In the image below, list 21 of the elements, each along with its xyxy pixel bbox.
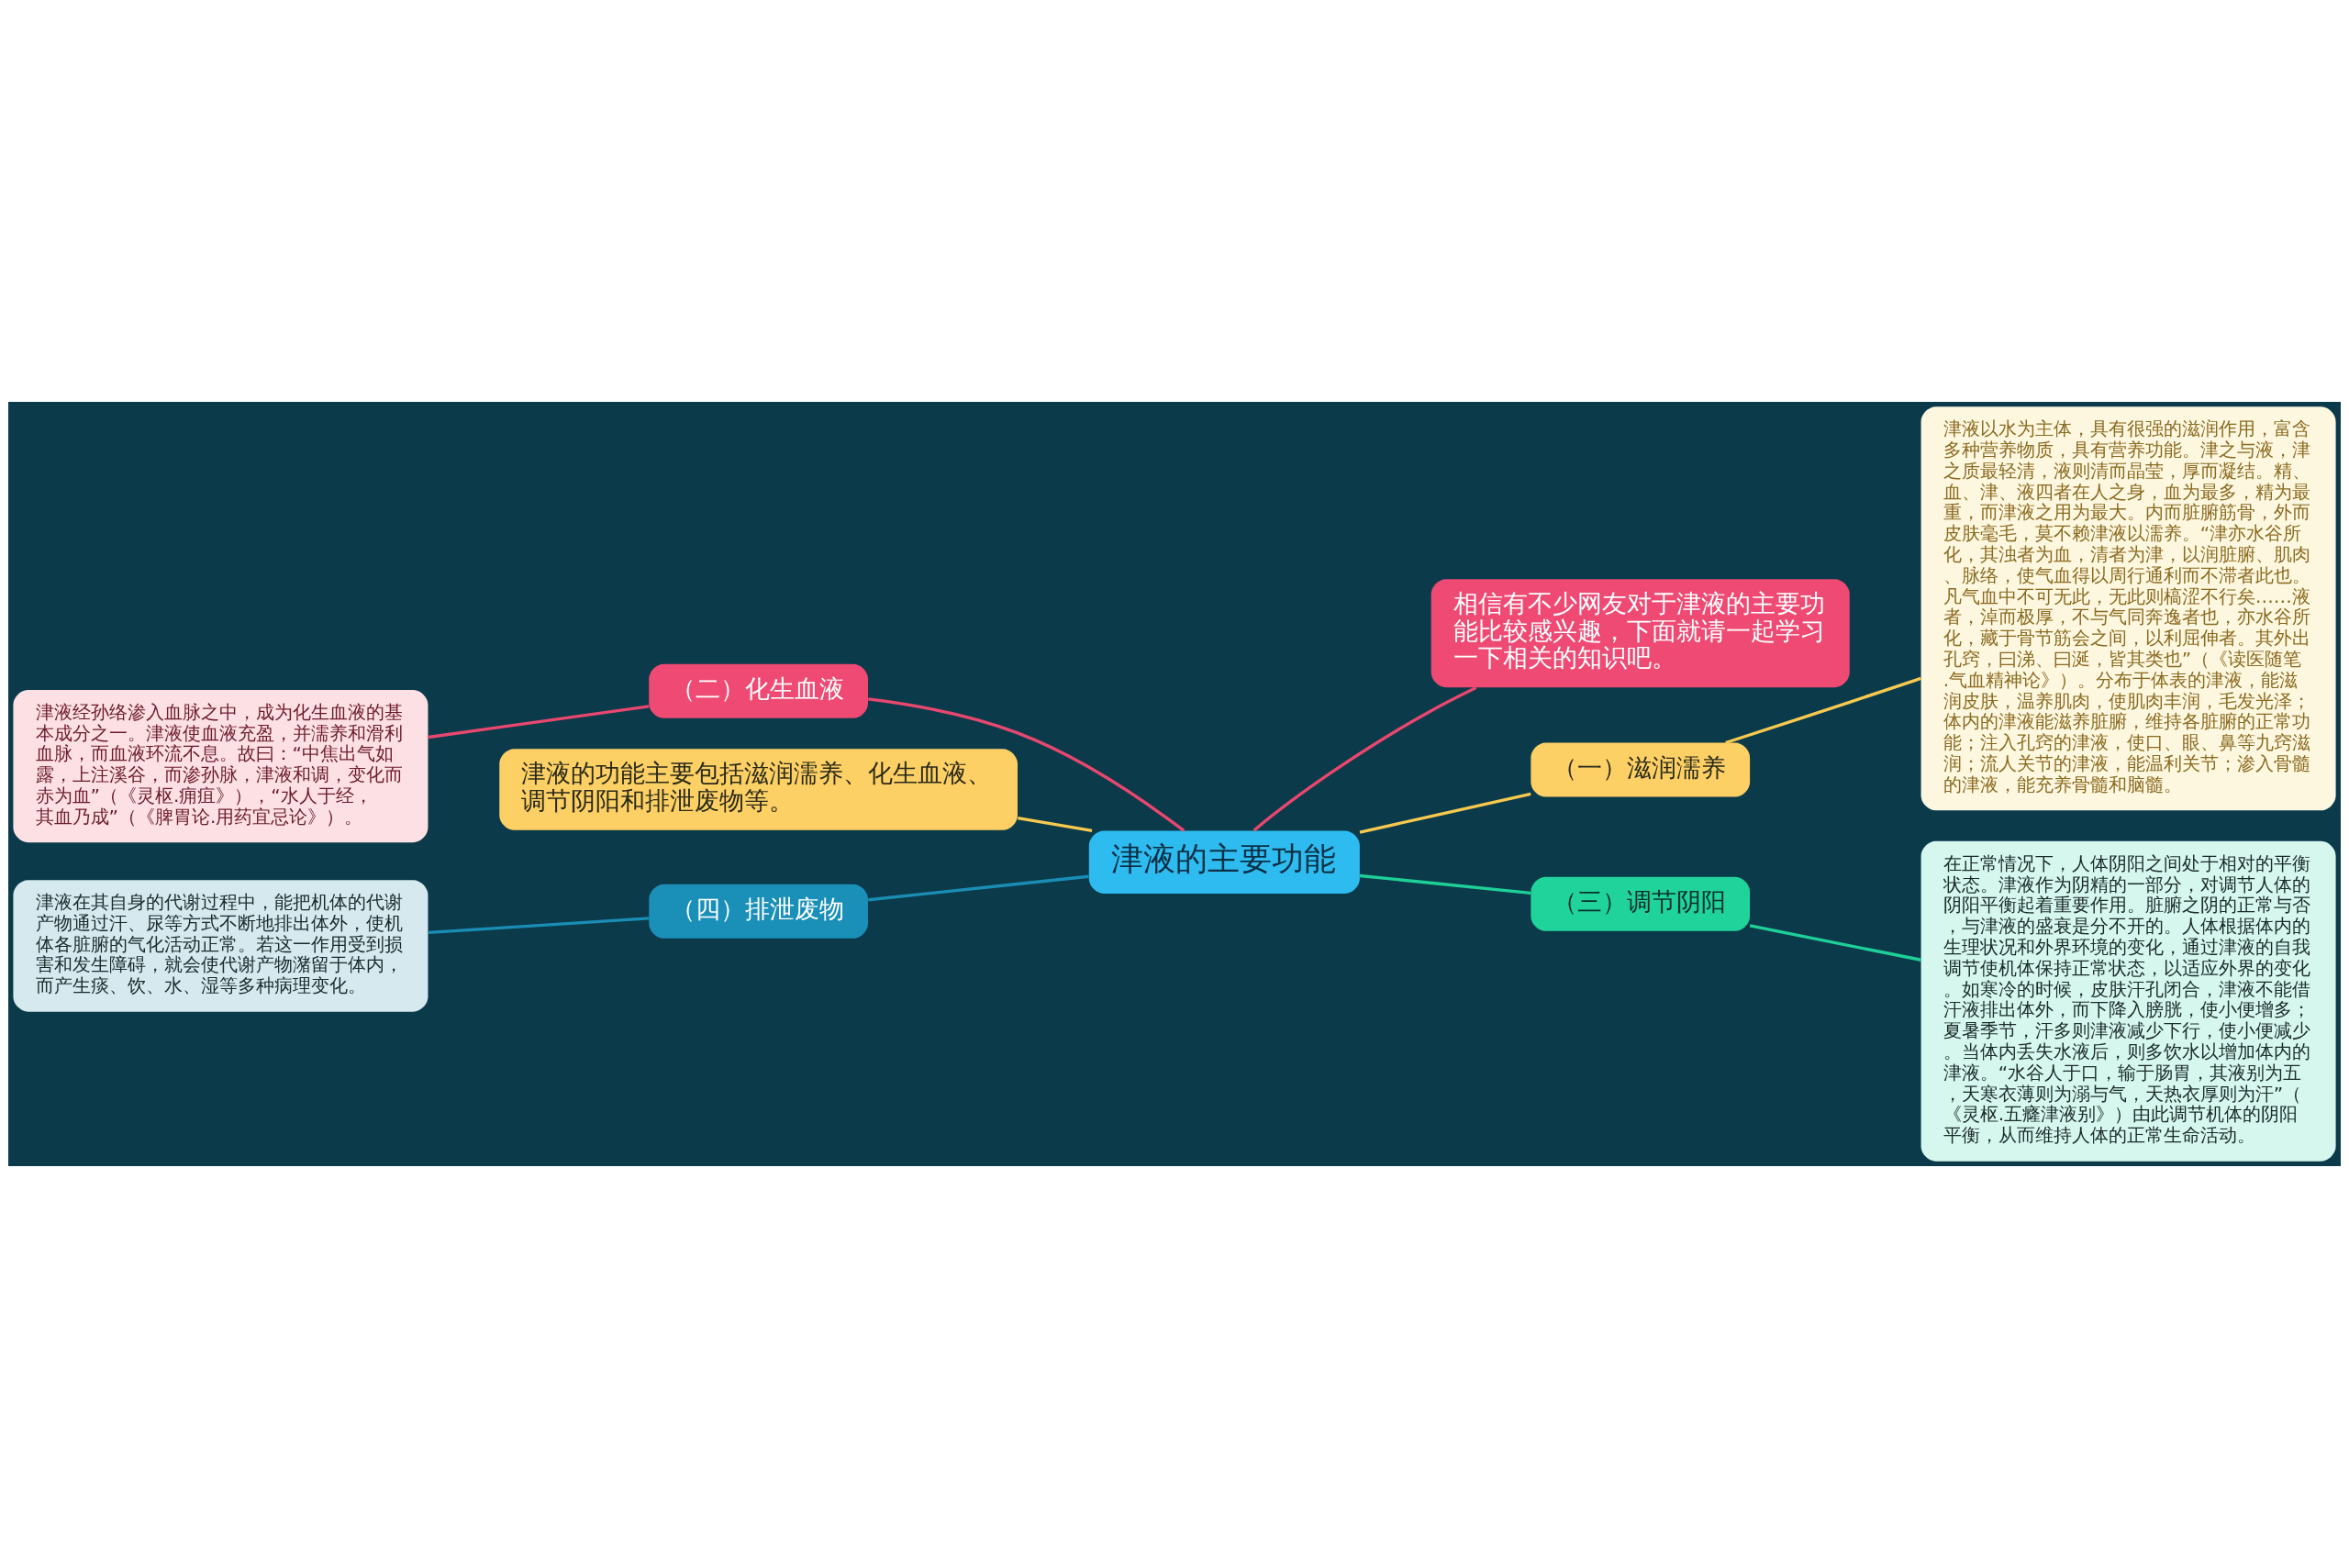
node-box: 相信有不少网友对于津液的主要功能比较感兴趣，下面就请一起学习一下相关的知识吧。 (1431, 579, 1850, 688)
node-box: 在正常情况下，人体阴阳之间处于相对的平衡状态。津液作为阴精的一部分，对调节人体的阴阳平衡起着重要作用。脏腑之阴的正常与否，与津液的盛衰是分不开的。人体根据体内的生理状况和外界环境的变化，通过津液的自我调节使机体保持正常状态，以适应外界的变化。如寒冷的时候，皮肤汗孔闭合，津液不能借汗液排出体外，而下降入膀胱，使小便增多；夏暑季节，汗多则津液减少下行，使小便减少。当体内丢失水液后，则多饮水以增加体内的津液。“水谷人于口，输于肠胃，其液别为五，天寒衣薄则为溺与气，天热衣厚则为汗”（《灵枢.五癃津液别》）由此调节机体的阴阳平衡，从而维持人体的正常生命活动。 (1920, 840, 2336, 1162)
connector (428, 705, 650, 740)
node-box: 津液的主要功能 (1088, 830, 1360, 894)
node-box: （二）化生血液 (649, 663, 868, 718)
connector (1359, 873, 1531, 895)
connector (1359, 792, 1531, 834)
connector (868, 697, 1186, 832)
connector (1252, 685, 1477, 832)
connector (1018, 816, 1093, 832)
node-box: （一）滋润濡养 (1531, 742, 1751, 797)
node-box: 津液经孙络渗入血脉之中，成为化生血液的基本成分之一。津液使血液充盈，并濡养和滑利血脉，而血液环流不息。故曰：“中焦出气如露，上注溪谷，而渗孙脉，津液和调，变化而赤为血”（《灵枢.痈疽》），“水人于经，其血乃成”（《脾胃论.用药宜忌论》）。 (13, 689, 429, 843)
node-box: 津液在其自身的代谢过程中，能把机体的代谢产物通过汗、尿等方式不断地排出体外，使机体各脏腑的气化活动正常。若这一作用受到损害和发生障碍，就会使代谢产物潴留于体内，而产生痰、饮、水、湿等多种病理变化。 (13, 880, 429, 1012)
node-box: 津液的功能主要包括滋润濡养、化生血液、调节阴阳和排泄废物等。 (499, 749, 1018, 830)
node-box: （四）排泄废物 (649, 884, 868, 939)
connector (1725, 676, 1921, 745)
connector (1749, 924, 1921, 962)
connector (428, 917, 650, 935)
node-box: （三）调节阴阳 (1531, 876, 1751, 931)
connector (868, 874, 1089, 902)
node-box: 津液以水为主体，具有很强的滋润作用，富含多种营养物质，具有营养功能。津之与液，津之质最轻清，液则清而晶莹，厚而凝结。精、血、津、液四者在人之身，血为最多，精为最重，而津液之用为最大。内而脏腑筋骨，外而皮肤毫毛，莫不赖津液以濡养。“津亦水谷所化，其浊者为血，清者为津，以润脏腑、肌肉、脉络，使气血得以周行通利而不滞者此也。凡气血中不可无此，无此则槁涩不行矣……液者，淖而极厚，不与气同奔逸者也，亦水谷所化，藏于骨节筋会之间，以利屈伸者。其外出孔窍，曰涕、曰涎，皆其类也”（《读医随笔.气血精神论》）。分布于体表的津液，能滋润皮肤，温养肌肉，使肌肉丰润，毛发光泽；体内的津液能滋养脏腑，维持各脏腑的正常功能；注入孔窍的津液，使口、眼、鼻等九窍滋润；流人关节的津液，能温利关节；渗入骨髓的津液，能充养骨髓和脑髓。 (1920, 406, 2336, 811)
